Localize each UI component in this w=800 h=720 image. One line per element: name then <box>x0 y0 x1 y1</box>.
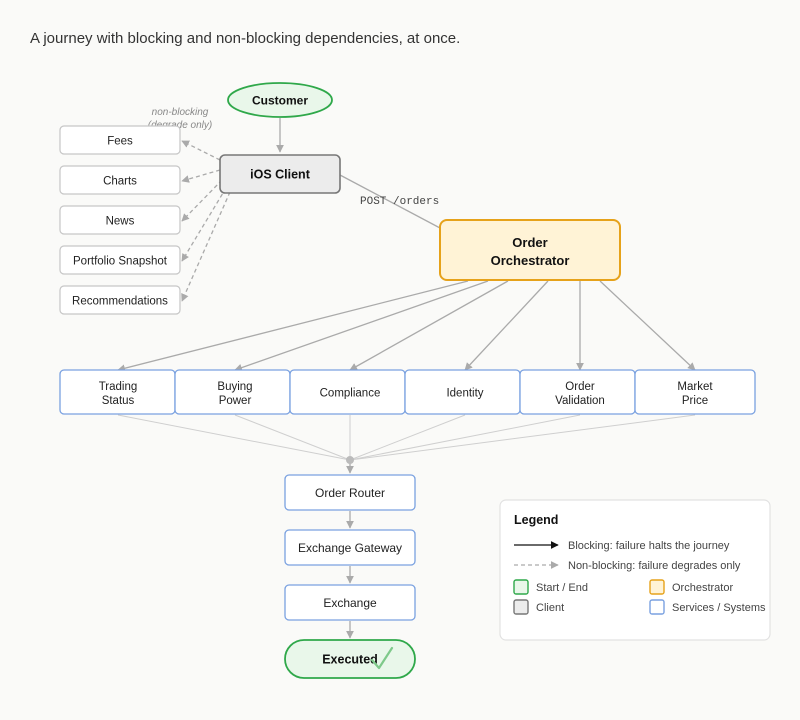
legend-start-end-label: Start / End <box>536 582 588 594</box>
edge-orch-market-price <box>599 280 696 371</box>
edge-buying-join <box>234 414 351 461</box>
edges <box>117 118 696 639</box>
node-exchange: Exchange <box>284 584 416 621</box>
edge-identity-join <box>349 414 466 461</box>
ios-client-label: iOS Client <box>250 168 311 182</box>
orchestrator-label-line1: Order <box>512 235 547 250</box>
edge-validation-join <box>349 414 581 461</box>
buying-power-line2: Power <box>219 395 252 407</box>
edge-orch-trading-status <box>117 280 469 373</box>
node-order-orchestrator: Order Orchestrator <box>439 219 621 281</box>
legend-blocking-label: Blocking: failure halts the journey <box>568 540 730 552</box>
dep-portfolio-snapshot-label: Portfolio Snapshot <box>73 256 168 268</box>
edge-market-join <box>349 414 696 461</box>
legend-client-label: Client <box>536 602 564 614</box>
node-executed: Executed <box>284 639 416 679</box>
edge-ios-charts <box>181 169 221 183</box>
service-order-validation: Order Validation <box>519 369 636 415</box>
exchange-label: Exchange <box>323 596 377 610</box>
dep-charts: Charts <box>59 165 181 195</box>
dep-recommendations: Recommendations <box>59 285 181 315</box>
legend: Legend Blocking: failure halts the journ… <box>499 499 771 641</box>
legend-title: Legend <box>514 513 558 527</box>
edge-orch-identity <box>464 280 549 371</box>
service-market-price: Market Price <box>634 369 756 415</box>
edge-trading-join <box>117 414 351 461</box>
legend-orchestrator-swatch <box>649 579 665 595</box>
non-blocking-label-line1: non-blocking <box>152 107 209 118</box>
join-edges <box>117 414 696 461</box>
non-blocking-edges <box>181 140 231 302</box>
compliance-label: Compliance <box>320 388 381 400</box>
node-ios-client: iOS Client <box>219 154 341 194</box>
edge-ios-orchestrator <box>339 174 441 229</box>
dep-portfolio-snapshot: Portfolio Snapshot <box>59 245 181 275</box>
order-validation-line2: Validation <box>555 395 605 407</box>
node-order-router: Order Router <box>284 474 416 511</box>
service-trading-status: Trading Status <box>59 369 176 415</box>
join-point <box>346 456 354 464</box>
dep-charts-label: Charts <box>103 176 137 188</box>
diagram-caption: A journey with blocking and non-blocking… <box>30 30 461 47</box>
legend-orchestrator-label: Orchestrator <box>672 582 733 594</box>
edge-ios-news <box>181 179 223 222</box>
order-router-label: Order Router <box>315 486 385 500</box>
legend-services-label: Services / Systems <box>672 602 766 614</box>
dep-fees: Fees <box>59 125 181 155</box>
market-price-line2: Price <box>682 395 708 407</box>
edge-ios-portfolio <box>181 187 227 262</box>
node-customer: Customer <box>227 82 333 118</box>
customer-label: Customer <box>252 94 308 108</box>
dep-news: News <box>59 205 181 235</box>
dep-news-label: News <box>106 216 135 228</box>
market-price-line1: Market <box>677 381 713 393</box>
orchestrator-label-line2: Orchestrator <box>491 253 570 268</box>
dep-recommendations-label: Recommendations <box>72 296 168 308</box>
post-orders-label: POST /orders <box>360 196 439 208</box>
legend-non-blocking-label: Non-blocking: failure degrades only <box>568 560 741 572</box>
edge-orch-compliance <box>349 280 509 371</box>
executed-label: Executed <box>322 653 378 667</box>
service-identity: Identity <box>404 369 521 415</box>
node-exchange-gateway: Exchange Gateway <box>284 529 416 566</box>
edge-orch-buying-power <box>234 280 489 372</box>
service-buying-power: Buying Power <box>174 369 291 415</box>
exchange-gateway-label: Exchange Gateway <box>298 541 402 555</box>
edge-ios-recommendations <box>181 191 231 302</box>
non-blocking-deps: Fees Charts News Portfolio Snapshot Reco… <box>59 125 181 315</box>
legend-client-swatch <box>513 599 529 615</box>
buying-power-line1: Buying <box>217 381 252 393</box>
services: Trading Status Buying Power Compliance I… <box>59 369 756 415</box>
edge-ios-fees <box>181 140 221 161</box>
identity-label: Identity <box>446 388 483 400</box>
trading-status-line2: Status <box>102 395 135 407</box>
dep-fees-label: Fees <box>107 136 133 148</box>
service-compliance: Compliance <box>289 369 406 415</box>
non-blocking-label-line2: (degrade only) <box>148 120 212 131</box>
checkmark-icon <box>370 646 394 670</box>
order-validation-line1: Order <box>565 381 595 393</box>
legend-start-end-swatch <box>513 579 529 595</box>
trading-status-line1: Trading <box>99 381 138 393</box>
legend-services-swatch <box>649 599 665 615</box>
